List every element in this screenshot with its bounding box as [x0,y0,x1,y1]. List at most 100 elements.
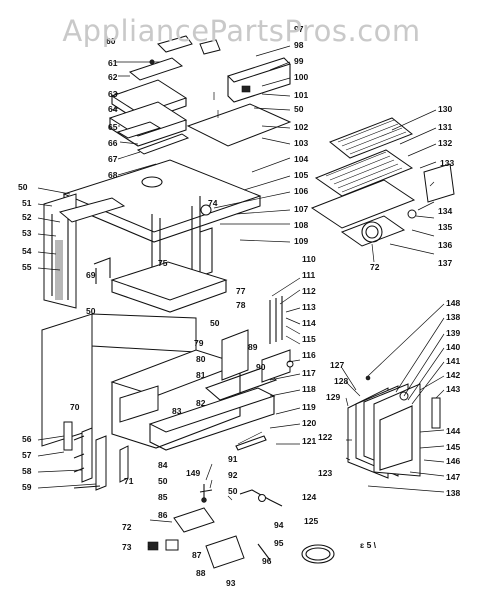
callout-label: 108 [294,220,308,230]
callout-label: 52 [22,212,32,222]
callout-label: 105 [294,170,308,180]
callout-label: 101 [294,90,308,100]
callout-label: 135 [438,222,452,232]
callout-label: 132 [438,138,452,148]
callout-label: 87 [192,550,202,560]
callout-label: 91 [228,454,238,464]
callout-label: 63 [108,89,118,99]
callout-label: 56 [22,434,32,444]
callout-labels: 60 61 62 63 64 65 66 67 68 97 98 99 100 … [18,24,460,588]
callout-label: 72 [122,522,132,532]
callout-label: 117 [302,368,316,378]
callout-label: 145 [446,442,460,452]
callout-label: 53 [22,228,32,238]
callout-label: 71 [124,476,134,486]
callout-label: 50 [210,318,220,328]
callout-label: 147 [446,472,460,482]
callout-label: 92 [228,470,238,480]
broiler-pan-assembly [310,109,455,263]
callout-label: 119 [302,402,316,412]
callout-label: 89 [248,342,258,352]
callout-label: 77 [236,286,246,296]
callout-label: 69 [86,270,96,280]
callout-label: 104 [294,154,308,164]
callout-label: 57 [22,450,32,460]
callout-label: 131 [438,122,452,132]
callout-label: 93 [226,578,236,588]
callout-label: 58 [22,466,32,476]
controls-and-wiring [147,463,335,569]
burner-box-assembly [108,35,193,176]
callout-label: 84 [158,460,168,470]
callout-label: 54 [22,246,32,256]
callout-label: 118 [302,384,316,394]
callout-label: 73 [122,542,132,552]
callout-label: 115 [302,334,316,344]
callout-label: 112 [302,286,316,296]
callout-label: 94 [274,520,284,530]
callout-label: 148 [446,298,460,308]
callout-label: 136 [438,240,452,250]
callout-label: 134 [438,206,452,216]
callout-label: 111 [302,270,316,280]
callout-label: 144 [446,426,460,436]
callout-label: 61 [108,58,118,68]
callout-label: 120 [302,418,316,428]
callout-label: 80 [196,354,206,364]
callout-label: 99 [294,56,304,66]
callout-label: 142 [446,370,460,380]
callout-label: 51 [22,198,32,208]
callout-label: 138 [446,488,460,498]
callout-label: 97 [294,24,304,34]
callout-label: 72 [370,262,380,272]
right-side-rails [221,277,301,445]
callout-label: 122 [318,432,332,442]
callout-label: 88 [196,568,206,578]
callout-label: 140 [446,342,460,352]
callout-label: 55 [22,262,32,272]
callout-label: 83 [172,406,182,416]
callout-label: 149 [186,468,200,478]
callout-label: 50 [86,306,96,316]
callout-label: 68 [108,170,118,180]
callout-label: 106 [294,186,308,196]
callout-label: 50 [294,104,304,114]
callout-label: 128 [334,376,348,386]
callout-label: 107 [294,204,308,214]
callout-label: 139 [446,328,460,338]
callout-label: 123 [318,468,332,478]
callout-label: 102 [294,122,308,132]
callout-label: 146 [446,456,460,466]
callout-label: 138 [446,312,460,322]
callout-label: 74 [208,198,218,208]
callout-label: 109 [294,236,308,246]
callout-label: 78 [236,300,246,310]
callout-label: 50 [228,486,238,496]
callout-label: 116 [302,350,316,360]
callout-label: 137 [438,258,452,268]
callout-label: 90 [256,362,266,372]
callout-label: 133 [440,158,454,168]
callout-label: 60 [106,36,116,46]
callout-label: 113 [302,302,316,312]
callout-label: 127 [330,360,344,370]
callout-label: 67 [108,154,118,164]
oven-door-assembly [341,303,445,493]
callout-label: 125 [304,516,318,526]
callout-label: 129 [326,392,340,402]
callout-label: 86 [158,510,168,520]
callout-label: 124 [302,492,316,502]
callout-label: 66 [108,138,118,148]
callout-label: 64 [108,104,118,114]
callout-label: 81 [196,370,206,380]
callout-label: 98 [294,40,304,50]
lower-cabinet [41,313,278,451]
callout-label: 62 [108,72,118,82]
callout-label: 100 [294,72,308,82]
callout-label: 59 [22,482,32,492]
callout-label: 121 [302,436,316,446]
callout-label: 95 [274,538,284,548]
callout-label: 70 [70,402,80,412]
callout-label: 85 [158,492,168,502]
